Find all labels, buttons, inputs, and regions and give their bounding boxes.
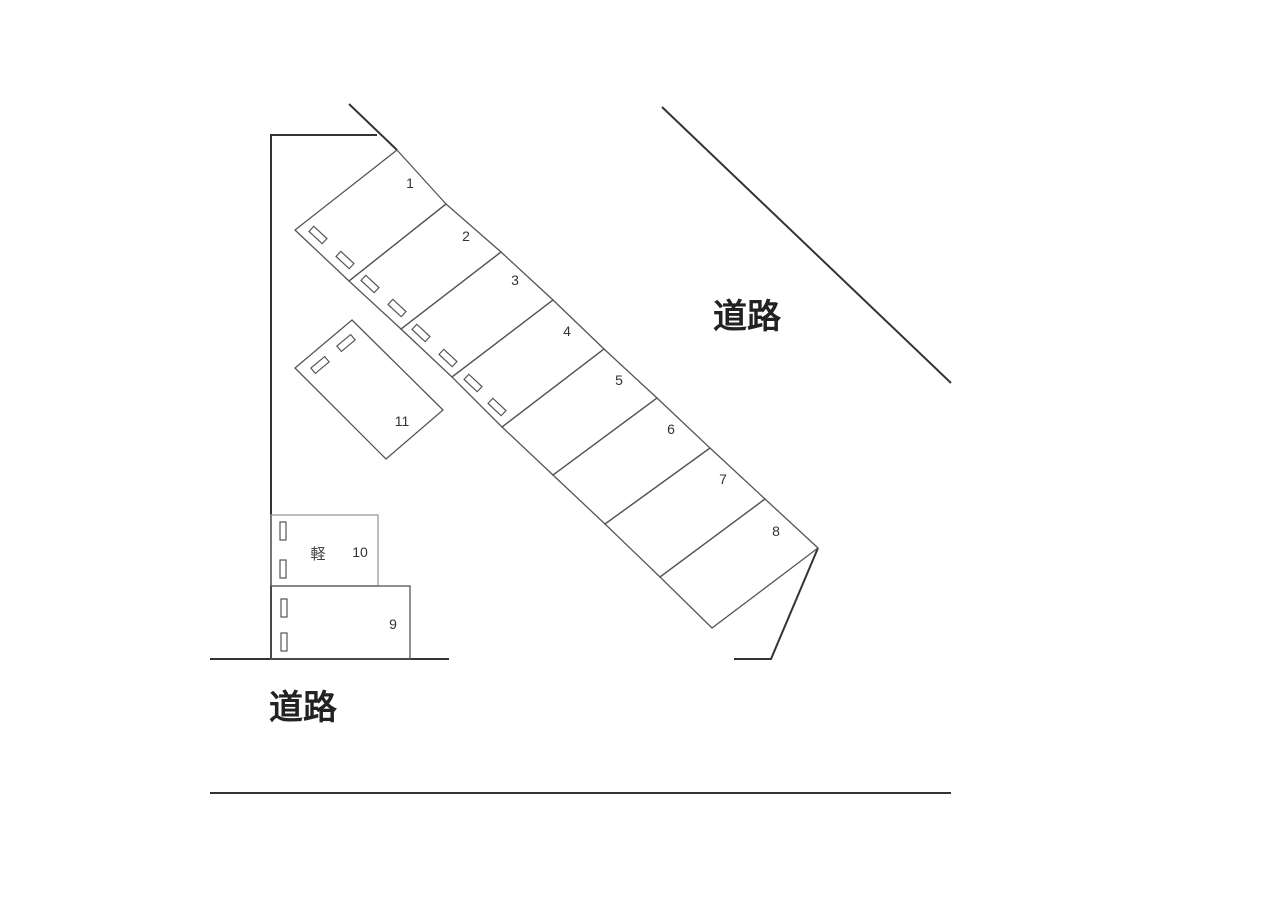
parking-space-4[interactable]: 4 <box>451 299 605 428</box>
space-number: 8 <box>772 523 780 539</box>
road-label-bottom: 道路 <box>269 688 338 728</box>
space-number: 11 <box>395 413 410 429</box>
wheel-stop <box>411 323 431 343</box>
lot-boundary-corner <box>734 547 819 660</box>
road-edge-right <box>661 106 952 384</box>
space-number: 4 <box>563 323 571 339</box>
wheel-stop <box>279 559 287 579</box>
parking-space-10[interactable]: 軽 10 <box>270 514 379 587</box>
space-number: 3 <box>511 272 519 288</box>
lot-boundary-diagonal <box>348 103 398 151</box>
parking-space-1[interactable]: 1 <box>294 149 447 282</box>
space-outline <box>659 498 820 629</box>
wheel-stop <box>336 333 356 353</box>
lot-boundary-left <box>270 134 377 659</box>
space-number: 10 <box>352 544 368 560</box>
wheel-stop <box>438 348 458 368</box>
space-outline <box>294 149 447 282</box>
parking-space-8[interactable]: 8 <box>659 498 820 629</box>
wheel-stop <box>279 521 287 541</box>
space-number: 1 <box>406 175 414 191</box>
wheel-stop <box>280 598 288 618</box>
parking-space-11[interactable]: 11 <box>294 319 444 460</box>
parking-space-3[interactable]: 3 <box>399 251 555 378</box>
diagonal-spaces: 1 2 3 4 5 6 7 8 <box>294 149 820 629</box>
space-outline <box>451 299 605 428</box>
wheel-stop <box>360 274 380 294</box>
kei-car-label: 軽 <box>310 545 325 563</box>
space-number: 9 <box>389 616 397 632</box>
wheel-stop <box>280 632 288 652</box>
parking-space-9[interactable]: 9 <box>270 585 411 660</box>
road-label-right: 道路 <box>713 297 782 337</box>
wheel-stop <box>387 298 407 318</box>
space-number: 7 <box>719 471 727 487</box>
wheel-stop <box>335 250 355 270</box>
wheel-stop <box>487 397 507 417</box>
space-number: 2 <box>462 228 470 244</box>
space-number: 6 <box>667 421 675 437</box>
wheel-stop <box>308 225 328 245</box>
space-number: 5 <box>615 372 623 388</box>
wheel-stop <box>310 355 330 375</box>
wheel-stop <box>463 373 483 393</box>
